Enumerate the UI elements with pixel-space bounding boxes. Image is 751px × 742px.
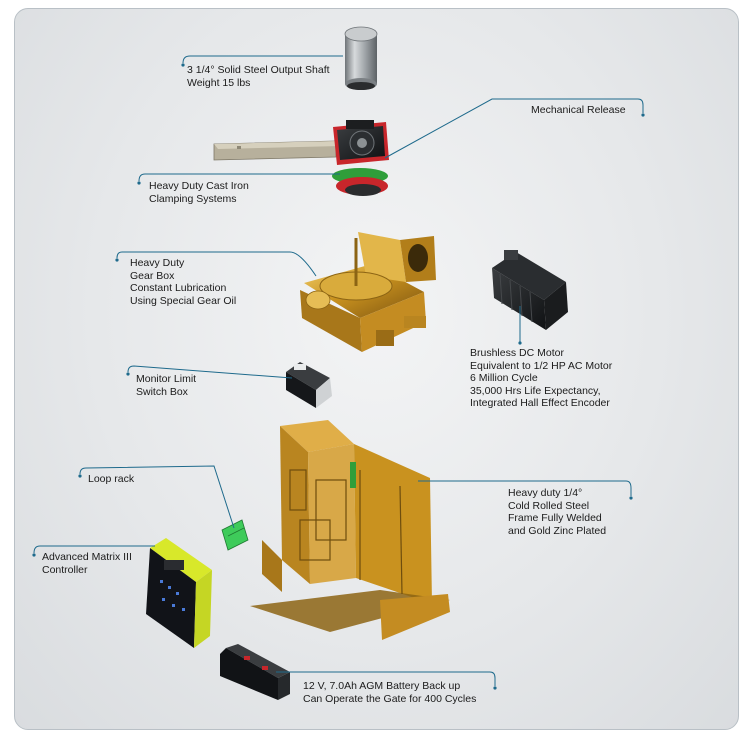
label-line: and Gold Zinc Plated: [508, 524, 607, 537]
label-line: Monitor Limit: [136, 373, 197, 385]
label-line: Integrated Hall Effect Encoder: [470, 397, 610, 409]
leader-limit-switch: [127, 365, 293, 379]
limit-switch-part: [286, 362, 332, 408]
label-line: Brushless DC Motor: [470, 347, 564, 359]
label-line: Using Special Gear Oil: [130, 294, 237, 307]
label-line: Gear Box: [130, 269, 175, 282]
label-motor: Brushless DC Motor Equivalent to 1/2 HP …: [470, 347, 612, 410]
label-line: Controller: [42, 563, 88, 576]
label-line: 35,000 Hrs Life Expectancy,: [470, 384, 601, 397]
label-line: Equivalent to 1/2 HP AC Motor: [470, 359, 613, 372]
leader-gear-box: [116, 251, 317, 277]
label-line: Clamping Systems: [149, 192, 237, 205]
label-line: Constant Lubrication: [130, 282, 227, 294]
label-mechanical-release: Mechanical Release: [531, 104, 626, 117]
gear-box-part: [300, 232, 436, 352]
label-line: Can Operate the Gate for 400 Cycles: [303, 692, 477, 705]
leader-mechanical-release: [384, 98, 644, 159]
label-clamping: Heavy Duty Cast Iron Clamping Systems: [149, 180, 249, 205]
motor-part: [492, 250, 568, 330]
leader-frame: [418, 480, 632, 496]
leader-controller: [33, 545, 155, 554]
label-line: Cold Rolled Steel: [508, 499, 590, 512]
label-line: Weight 15 lbs: [187, 76, 251, 89]
controller-part: [146, 538, 212, 648]
leader-battery: [276, 671, 496, 686]
leader-output-shaft: [182, 55, 343, 64]
clamping-system-part: [332, 168, 388, 196]
mechanical-release-part: [213, 120, 389, 165]
label-line: Mechanical Release: [531, 104, 626, 116]
label-line: Heavy Duty Cast Iron: [149, 180, 249, 192]
label-line: Loop rack: [88, 473, 135, 485]
label-loop-rack: Loop rack: [88, 473, 134, 486]
loop-rack-part: [221, 519, 249, 551]
label-controller: Advanced Matrix III Controller: [42, 551, 132, 576]
battery-part: [220, 644, 290, 700]
leader-clamping: [138, 173, 340, 182]
label-line: Frame Fully Welded: [508, 512, 602, 524]
label-line: 6 Million Cycle: [470, 372, 538, 384]
output-shaft-part: [344, 26, 378, 90]
label-output-shaft: 3 1/4° Solid Steel Output Shaft Weight 1…: [187, 64, 330, 89]
label-line: Heavy duty 1/4°: [508, 487, 583, 499]
label-gear-box: Heavy Duty Gear Box Constant Lubrication…: [130, 257, 236, 307]
label-line: Switch Box: [136, 385, 188, 398]
frame-part: [250, 420, 450, 640]
label-line: Advanced Matrix III: [42, 551, 132, 563]
label-line: Heavy Duty: [130, 257, 185, 269]
leader-loop-rack: [79, 465, 235, 529]
leader-lines: [33, 55, 644, 686]
label-line: 3 1/4° Solid Steel Output Shaft: [187, 64, 330, 76]
label-frame: Heavy duty 1/4° Cold Rolled Steel Frame …: [508, 487, 606, 537]
label-limit-switch: Monitor Limit Switch Box: [136, 373, 196, 398]
label-line: 12 V, 7.0Ah AGM Battery Back up: [303, 680, 461, 692]
label-battery: 12 V, 7.0Ah AGM Battery Back up Can Oper…: [303, 680, 476, 705]
